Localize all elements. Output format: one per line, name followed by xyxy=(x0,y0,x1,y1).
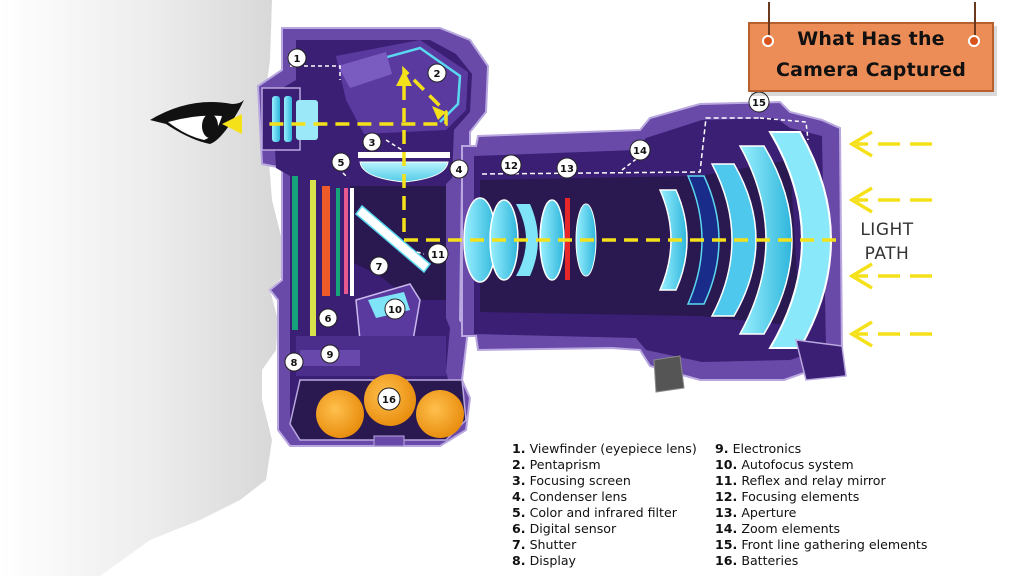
parts-legend: 1.Viewfinder (eyepiece lens) 2.Pentapris… xyxy=(512,441,992,571)
display-panel xyxy=(292,176,298,330)
callout-6: 6 xyxy=(318,308,338,328)
face-silhouette xyxy=(0,0,284,576)
svg-text:1: 1 xyxy=(294,54,301,65)
callout-4: 4 xyxy=(449,159,469,179)
digital-sensor xyxy=(322,186,330,296)
callout-3: 3 xyxy=(362,132,382,152)
nail-icon xyxy=(762,35,774,47)
light-arrow xyxy=(848,130,932,158)
svg-text:10: 10 xyxy=(388,305,402,316)
legend-item: 9.Electronics xyxy=(715,441,802,456)
reflex-mirror xyxy=(354,204,432,274)
sign-title-line-2: Camera Captured xyxy=(775,59,967,81)
svg-text:5: 5 xyxy=(338,158,345,169)
legend-item: 8.Display xyxy=(512,553,576,568)
callout-15: 15 xyxy=(748,91,770,113)
light-arrow xyxy=(848,320,932,348)
callout-13: 13 xyxy=(556,157,578,179)
svg-text:9: 9 xyxy=(327,350,334,361)
svg-text:7: 7 xyxy=(376,262,383,273)
legend-item: 11.Reflex and relay mirror xyxy=(715,473,886,488)
shutter xyxy=(350,188,354,296)
color-ir-filter xyxy=(344,188,348,294)
callout-12: 12 xyxy=(500,154,522,176)
lens-barrel xyxy=(461,100,847,393)
svg-text:2: 2 xyxy=(434,69,441,80)
legend-item: 2.Pentaprism xyxy=(512,457,601,472)
legend-item: 6.Digital sensor xyxy=(512,521,617,536)
light-path-label: LIGHT PATH xyxy=(852,218,922,266)
light-arrow-prism xyxy=(432,106,446,120)
svg-text:4: 4 xyxy=(456,165,463,176)
nail-icon xyxy=(968,35,980,47)
legend-item: 14.Zoom elements xyxy=(715,521,841,536)
callout-10: 10 xyxy=(384,298,406,320)
callout-11: 11 xyxy=(427,243,449,265)
callout-5: 5 xyxy=(331,152,351,172)
incoming-light-arrows xyxy=(848,130,932,348)
legend-item: 10.Autofocus system xyxy=(715,457,854,472)
legend-item: 5.Color and infrared filter xyxy=(512,505,677,520)
battery xyxy=(416,390,464,438)
callout-8: 8 xyxy=(284,352,304,372)
light-path-label-line-1: LIGHT xyxy=(860,220,914,240)
legend-item: 1.Viewfinder (eyepiece lens) xyxy=(512,441,697,456)
light-arrow xyxy=(848,262,932,290)
svg-text:12: 12 xyxy=(504,161,518,172)
svg-text:8: 8 xyxy=(291,358,298,369)
light-arrow-eye xyxy=(222,114,242,134)
svg-text:14: 14 xyxy=(633,146,647,157)
legend-item: 12.Focusing elements xyxy=(715,489,860,504)
legend-column-left: 1.Viewfinder (eyepiece lens) 2.Pentapris… xyxy=(512,441,697,569)
title-sign: What Has the Camera Captured xyxy=(748,2,994,92)
legend-item: 7.Shutter xyxy=(512,537,577,552)
light-path-label-line-2: PATH xyxy=(864,244,910,264)
front-elements xyxy=(710,131,832,349)
callout-2: 2 xyxy=(427,63,447,83)
legend-item: 16.Batteries xyxy=(715,553,799,568)
eye-icon xyxy=(150,100,244,144)
svg-text:15: 15 xyxy=(752,98,766,109)
camera-body xyxy=(256,27,490,447)
light-arrow xyxy=(848,186,932,214)
legend-item: 3.Focusing screen xyxy=(512,473,631,488)
svg-text:16: 16 xyxy=(382,395,396,406)
callouts: 1 2 3 4 5 6 7 8 9 10 11 12 13 14 15 16 xyxy=(284,48,770,411)
light-arrow-up xyxy=(396,70,412,86)
battery xyxy=(316,390,364,438)
legend-column-right: 9.Electronics 10.Autofocus system 11.Ref… xyxy=(715,441,927,569)
callout-9: 9 xyxy=(320,344,340,364)
legend-item: 15.Front line gathering elements xyxy=(715,537,928,552)
sign-string xyxy=(768,2,770,35)
viewfinder-lens xyxy=(272,96,280,142)
svg-text:6: 6 xyxy=(325,314,332,325)
lens-hood xyxy=(795,339,847,381)
svg-text:11: 11 xyxy=(431,250,445,261)
svg-text:13: 13 xyxy=(560,164,574,175)
svg-text:3: 3 xyxy=(369,138,376,149)
callout-7: 7 xyxy=(369,256,389,276)
legend-item: 13.Aperture xyxy=(715,505,797,520)
sign-title-line-1: What Has the xyxy=(797,28,945,50)
callout-16: 16 xyxy=(377,387,401,411)
sign-string xyxy=(974,2,976,35)
legend-item: 4.Condenser lens xyxy=(512,489,628,504)
callout-1: 1 xyxy=(287,48,307,68)
callout-14: 14 xyxy=(629,139,651,161)
light-path xyxy=(262,65,836,242)
